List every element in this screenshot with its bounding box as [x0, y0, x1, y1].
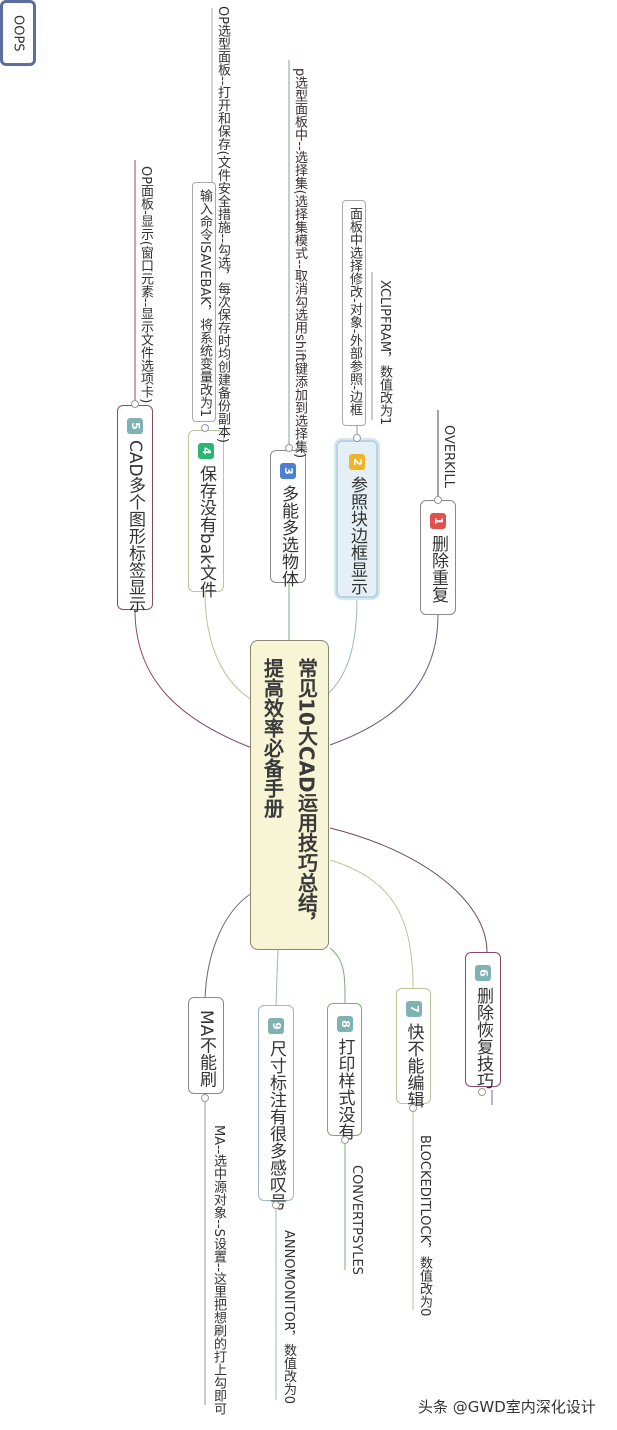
collapse-toggle-9[interactable] [272, 1201, 280, 1209]
branch-10-label: MA不能刷 [196, 1010, 216, 1088]
branch-3-label: 多能多选物体 [278, 485, 298, 587]
branch-1-node[interactable]: 1 删除重复 [420, 500, 456, 615]
branch-5-detail-1: OP面板-显示(窗口元素--显示文件选项卡) [138, 166, 153, 404]
branch-3-node[interactable]: 3 多能多选物体 [270, 450, 306, 587]
badge-1: 1 [430, 513, 446, 529]
watermark: 头条 @GWD室内深化设计 [418, 1398, 596, 1416]
badge-9: 9 [268, 1018, 284, 1034]
badge-4: 4 [198, 443, 214, 459]
branch-10-node[interactable]: MA不能刷 [188, 997, 224, 1094]
collapse-toggle-8[interactable] [341, 1136, 349, 1144]
branch-4-detail-1: OP选型面板--打开和保存(文件安全措施--勾选，每次保存时均创建备份副本) [215, 6, 230, 443]
branch-9-detail-1: ANNOMONITOR，数值改为0 [281, 1230, 296, 1405]
badge-2: 2 [349, 454, 365, 470]
collapse-toggle-1[interactable] [434, 496, 442, 504]
branch-4-detail-2: 输入命令ISAVEBAK，将系统变量改为1 [192, 182, 216, 422]
branch-5-node[interactable]: 5 CAD多个图形标签显示 [117, 405, 153, 613]
branch-2-detail-2: 面板中选择修改-对象-外部参照-边框 [342, 200, 366, 426]
central-title-line2: 提高效率必备手册 [260, 657, 285, 818]
badge-5: 5 [127, 418, 143, 434]
branch-7-node[interactable]: 7 快不能编辑 [396, 988, 431, 1108]
branch-9-label: 尺寸标注有很多感叹号 [266, 1040, 286, 1210]
collapse-toggle-5[interactable] [131, 400, 139, 408]
collapse-toggle-4[interactable] [201, 424, 209, 432]
badge-7: 7 [405, 1001, 422, 1017]
branch-7-detail-1: BLOCKEDITLOCK，数值改为0 [417, 1135, 432, 1317]
branch-3-detail-1: p选型面板中--选择集(选择集模式--取消勾选用shift键添加到选择集) [292, 68, 307, 459]
badge-6: 6 [475, 965, 491, 981]
branch-1-label: 删除重复 [428, 535, 448, 603]
badge-8: 8 [336, 1016, 353, 1032]
collapse-toggle-6[interactable] [478, 1088, 486, 1096]
branch-2-detail-1: XCLIPFRAM，数值改为1 [377, 280, 392, 426]
branch-6-label: 删除恢复技巧 [473, 987, 493, 1089]
branch-9-node[interactable]: 9 尺寸标注有很多感叹号 [258, 1005, 294, 1210]
branch-6-detail-oops[interactable]: OOPS [0, 0, 36, 66]
branch-4-node[interactable]: 4 保存没有bak文件 [188, 430, 224, 598]
branch-8-node[interactable]: 8 打印样式没有 [327, 1003, 362, 1140]
branch-10-detail-1: MA--选中源对象--S设置--这里把想刷的打上勾即可 [211, 1125, 226, 1416]
branch-4-label: 保存没有bak文件 [196, 465, 216, 599]
branch-2-node[interactable]: 2 参照块边框显示 [336, 440, 378, 598]
branch-1-detail-1: OVERKILL [441, 425, 456, 488]
branch-8-detail-1: CONVERTPSYLES [349, 1165, 364, 1275]
branch-7-label: 快不能编辑 [403, 1023, 424, 1108]
branch-5-label: CAD多个图形标签显示 [125, 440, 145, 613]
branch-2-label: 参照块边框显示 [347, 476, 367, 595]
collapse-toggle-7[interactable] [409, 1104, 417, 1112]
central-title-line1: 常见10大CAD运用技巧总结， [294, 657, 319, 933]
collapse-toggle-10[interactable] [201, 1094, 209, 1102]
branch-8-label: 打印样式没有 [334, 1038, 355, 1140]
branch-6-node[interactable]: 6 删除恢复技巧 [465, 952, 501, 1089]
badge-3: 3 [280, 463, 296, 479]
collapse-toggle-2[interactable] [353, 434, 361, 442]
oops-label: OOPS [10, 14, 26, 52]
collapse-toggle-3[interactable] [285, 444, 293, 452]
central-topic[interactable]: 常见10大CAD运用技巧总结， 提高效率必备手册 [250, 640, 329, 950]
